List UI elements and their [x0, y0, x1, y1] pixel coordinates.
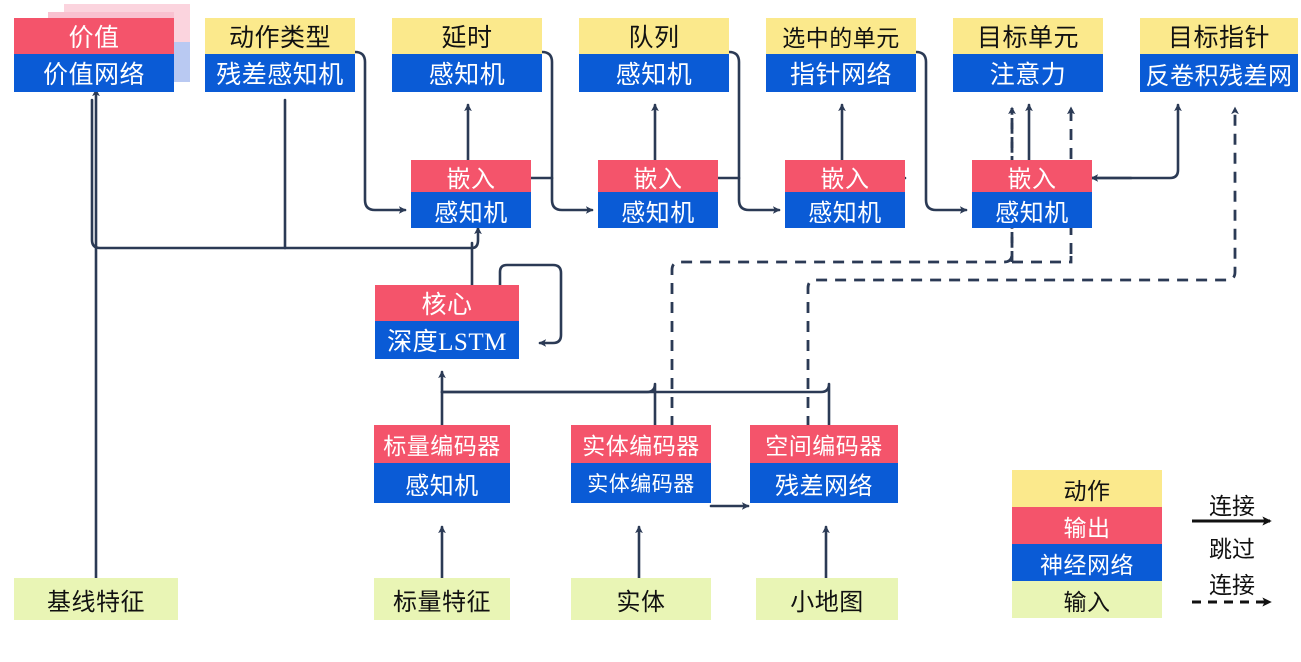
node-core-bottom: 深度LSTM	[375, 321, 519, 359]
input-baseline-features-label: 基线特征	[14, 578, 178, 620]
legend-label-skip-line2: 连接	[1209, 573, 1255, 598]
node-selected-units[interactable]: 选中的单元 指针网络	[766, 18, 916, 92]
node-queued[interactable]: 队列 感知机	[579, 18, 729, 92]
node-scalar-encoder-bottom: 感知机	[374, 463, 510, 503]
input-entities-label: 实体	[571, 578, 711, 620]
node-core[interactable]: 核心 深度LSTM	[375, 285, 519, 359]
node-queued-bottom: 感知机	[579, 54, 729, 92]
node-target-unit[interactable]: 目标单元 注意力	[953, 18, 1103, 92]
node-embed-1[interactable]: 嵌入 感知机	[411, 160, 531, 228]
node-target-unit-bottom: 注意力	[953, 54, 1103, 92]
node-queued-top: 队列	[579, 18, 729, 54]
legend-label-connection: 连接	[1209, 494, 1255, 519]
node-value-top: 价值	[14, 18, 174, 54]
node-target-point-top: 目标指针	[1140, 18, 1298, 54]
node-embed-4[interactable]: 嵌入 感知机	[972, 160, 1092, 228]
node-selected-units-bottom: 指针网络	[766, 54, 916, 92]
node-spatial-encoder[interactable]: 空间编码器 残差网络	[750, 425, 898, 503]
node-value-bottom: 价值网络	[14, 54, 174, 92]
node-entity-encoder-top: 实体编码器	[571, 425, 711, 463]
node-action-type[interactable]: 动作类型 残差感知机	[205, 18, 355, 92]
node-action-type-bottom: 残差感知机	[205, 54, 355, 92]
node-embed-4-top: 嵌入	[972, 160, 1092, 193]
node-embed-3[interactable]: 嵌入 感知机	[785, 160, 905, 228]
node-target-point-bottom: 反卷积残差网	[1140, 54, 1298, 92]
node-embed-2-bottom: 感知机	[598, 192, 718, 228]
node-scalar-encoder-top: 标量编码器	[374, 425, 510, 463]
node-delay-bottom: 感知机	[392, 54, 542, 92]
input-scalar-features[interactable]: 标量特征	[374, 578, 510, 620]
node-embed-3-top: 嵌入	[785, 160, 905, 193]
node-target-point[interactable]: 目标指针 反卷积残差网	[1140, 18, 1298, 92]
node-scalar-encoder[interactable]: 标量编码器 感知机	[374, 425, 510, 503]
node-embed-2-top: 嵌入	[598, 160, 718, 193]
node-spatial-encoder-bottom: 残差网络	[750, 463, 898, 503]
node-embed-4-bottom: 感知机	[972, 192, 1092, 228]
node-spatial-encoder-top: 空间编码器	[750, 425, 898, 463]
input-minimap-label: 小地图	[756, 578, 898, 620]
node-entity-encoder[interactable]: 实体编码器 实体编码器	[571, 425, 711, 503]
node-entity-encoder-bottom: 实体编码器	[571, 463, 711, 503]
node-embed-2[interactable]: 嵌入 感知机	[598, 160, 718, 228]
legend-swatch-neural-network: 神经网络	[1012, 544, 1162, 581]
input-baseline-features[interactable]: 基线特征	[14, 578, 178, 620]
legend-swatch-action: 动作	[1012, 470, 1162, 507]
node-embed-1-top: 嵌入	[411, 160, 531, 193]
node-delay[interactable]: 延时 感知机	[392, 18, 542, 92]
legend-swatches: 动作 输出 神经网络 输入	[1012, 470, 1162, 618]
node-embed-3-bottom: 感知机	[785, 192, 905, 228]
node-embed-1-bottom: 感知机	[411, 192, 531, 228]
node-core-top: 核心	[375, 285, 519, 321]
input-minimap[interactable]: 小地图	[756, 578, 898, 620]
legend-swatch-input: 输入	[1012, 581, 1162, 618]
input-scalar-features-label: 标量特征	[374, 578, 510, 620]
node-selected-units-top: 选中的单元	[766, 18, 916, 54]
node-action-type-top: 动作类型	[205, 18, 355, 54]
input-entities[interactable]: 实体	[571, 578, 711, 620]
node-value[interactable]: 价值 价值网络	[14, 18, 174, 92]
legend-swatch-output: 输出	[1012, 507, 1162, 544]
node-delay-top: 延时	[392, 18, 542, 54]
legend-label-skip-line1: 跳过	[1209, 537, 1255, 562]
node-target-unit-top: 目标单元	[953, 18, 1103, 54]
